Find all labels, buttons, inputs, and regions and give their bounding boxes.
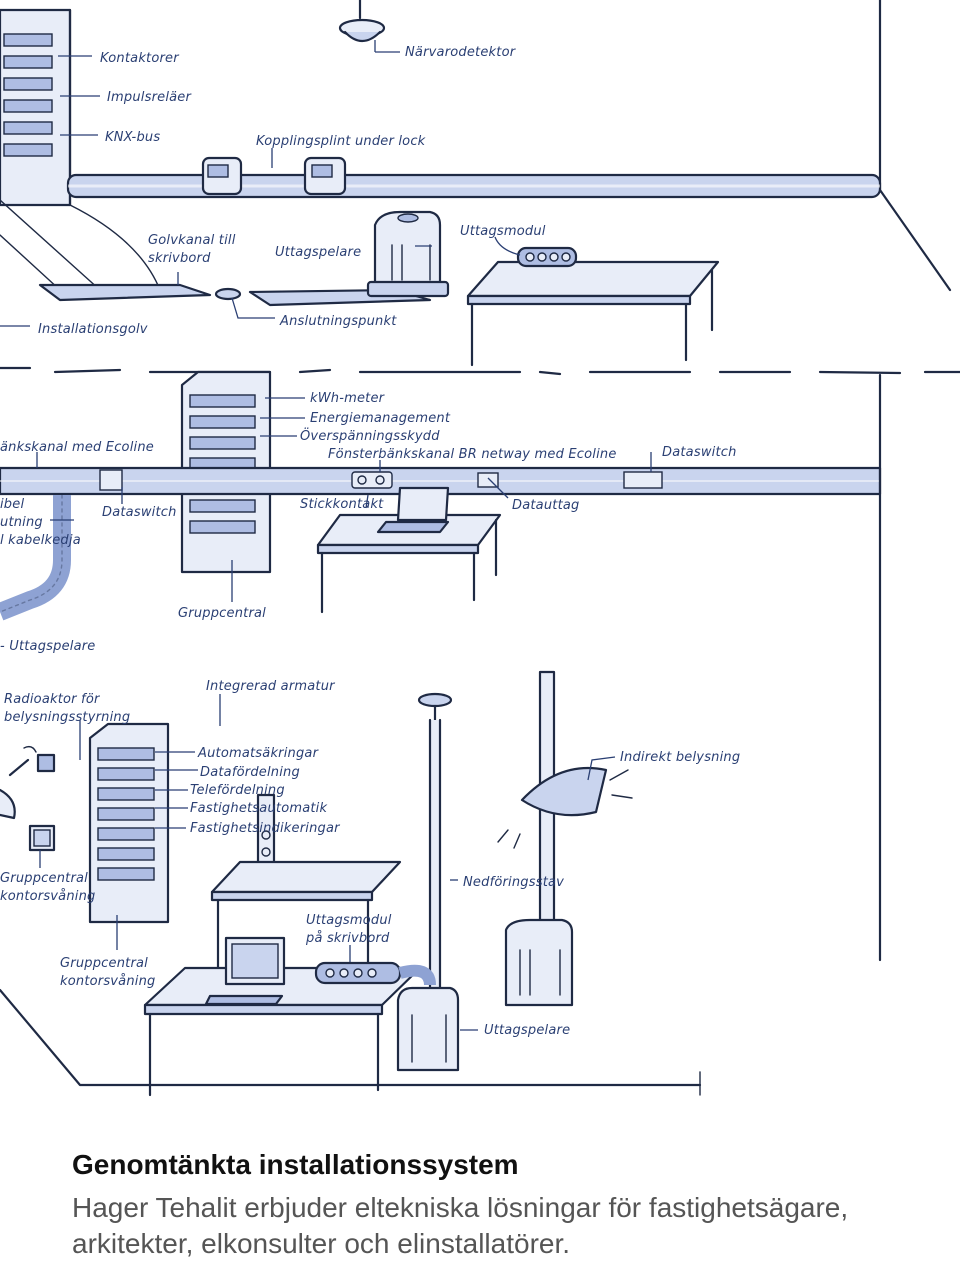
outlet-module-top — [516, 246, 578, 268]
label-kabel-2: utning — [0, 515, 43, 530]
label-radioaktor-2: belysningsstyrning — [4, 710, 130, 725]
diagram-labels: Kontaktorer Närvarodetektor Impulsreläer… — [0, 45, 740, 1038]
distribution-cabinet-office — [88, 722, 276, 924]
label-golvkanal-1: Golvkanal till — [148, 233, 236, 248]
label-datafordelning: Datafördelning — [200, 765, 300, 780]
wall-duct — [66, 173, 882, 199]
outlet-module-desk — [314, 961, 436, 986]
scene-floor-installation — [0, 0, 960, 376]
scene-office-floor — [0, 670, 882, 1097]
label-telefordelning: Telefördelning — [190, 783, 285, 798]
label-knx-bus: KNX-bus — [105, 130, 160, 145]
label-datauttag: Datauttag — [512, 498, 580, 513]
label-gruppcentral-left-1: Gruppcentral — [0, 871, 88, 886]
desk-top — [466, 260, 720, 367]
label-narvarodetektor: Närvarodetektor — [405, 45, 517, 60]
label-uttagsmodul-top: Uttagsmodul — [460, 224, 546, 239]
switch-cabinet-top — [0, 8, 72, 207]
cable-chain — [0, 494, 71, 621]
label-dataswitch-left: Dataswitch — [102, 505, 177, 520]
label-gruppcentral-mid: Gruppcentral — [178, 606, 266, 621]
integrated-luminaire — [417, 692, 453, 992]
label-dataswitch-right: Dataswitch — [662, 445, 737, 460]
caption-title: Genomtänkta installationssystem — [72, 1149, 519, 1180]
label-golvkanal-2: skrivbord — [148, 251, 211, 266]
label-uttagspelare-mid: - Uttagspelare — [0, 639, 96, 654]
label-gruppcentral-bottom-2: kontorsvåning — [60, 974, 156, 989]
label-uttagspelare-top: Uttagspelare — [275, 245, 361, 260]
label-anslutningspunkt: Anslutningspunkt — [279, 314, 397, 329]
label-kabel-1: ibel — [0, 497, 24, 512]
caption-body: Hager Tehalit erbjuder eltekniska lösnin… — [72, 1192, 849, 1259]
label-impulsrelaer: Impulsreläer — [107, 90, 192, 105]
coupling-terminal — [201, 156, 347, 196]
label-kontaktorer: Kontaktorer — [100, 51, 180, 66]
label-gruppcentral-bottom-1: Gruppcentral — [60, 956, 148, 971]
label-bankskanal-ecoline: änkskanal med Ecoline — [0, 440, 154, 455]
desk-lower — [143, 936, 422, 1097]
desk-laptop — [316, 486, 502, 614]
label-overspanningsskydd: Överspänningsskydd — [300, 427, 440, 444]
label-uttagsmodul-skrivbord-2: på skrivbord — [305, 931, 390, 946]
label-automatsakringar: Automatsäkringar — [197, 746, 320, 761]
desk-upper — [210, 860, 402, 972]
label-kabel-3: l kabelkedja — [0, 533, 81, 548]
label-radioaktor-1: Radioaktor för — [4, 692, 101, 707]
label-uttagspelare-bottom: Uttagspelare — [484, 1023, 570, 1038]
label-fonsterbankskanal: Fönsterbänkskanal BR netway med Ecoline — [328, 447, 617, 462]
outlet-pillar-top — [366, 210, 450, 298]
connection-point — [214, 287, 242, 301]
label-uttagsmodul-skrivbord-1: Uttagsmodul — [306, 913, 392, 928]
label-kopplingsplint: Kopplingsplint under lock — [256, 134, 426, 149]
label-gruppcentral-left-2: kontorsvåning — [0, 889, 96, 904]
leader-lines — [0, 40, 652, 1031]
scene-sill-duct — [0, 370, 882, 702]
label-indirekt-belysning: Indirekt belysning — [620, 750, 740, 765]
radio-actuator — [0, 745, 56, 852]
label-energimanagement: Energiemanagement — [310, 411, 451, 426]
outlet-pillar-bottom — [396, 986, 460, 1072]
presence-detector — [338, 0, 386, 43]
caption-block: Genomtänkta installationssystem Hager Te… — [72, 1148, 952, 1262]
label-kwh-meter: kWh-meter — [310, 391, 386, 406]
label-installationsgolv: Installationsgolv — [38, 322, 148, 337]
installation-illustration: Kontaktorer Närvarodetektor Impulsreläer… — [0, 0, 960, 1097]
outlet-pillar-right — [504, 918, 574, 1007]
label-nedforingsstav: Nedföringsstav — [463, 875, 564, 890]
label-fastighetsindikeringar: Fastighetsindikeringar — [190, 821, 341, 836]
label-stickkontakt: Stickkontakt — [300, 497, 384, 512]
label-fastighetsautomatik: Fastighetsautomatik — [190, 801, 327, 816]
label-integrerad-armatur: Integrerad armatur — [206, 679, 336, 694]
